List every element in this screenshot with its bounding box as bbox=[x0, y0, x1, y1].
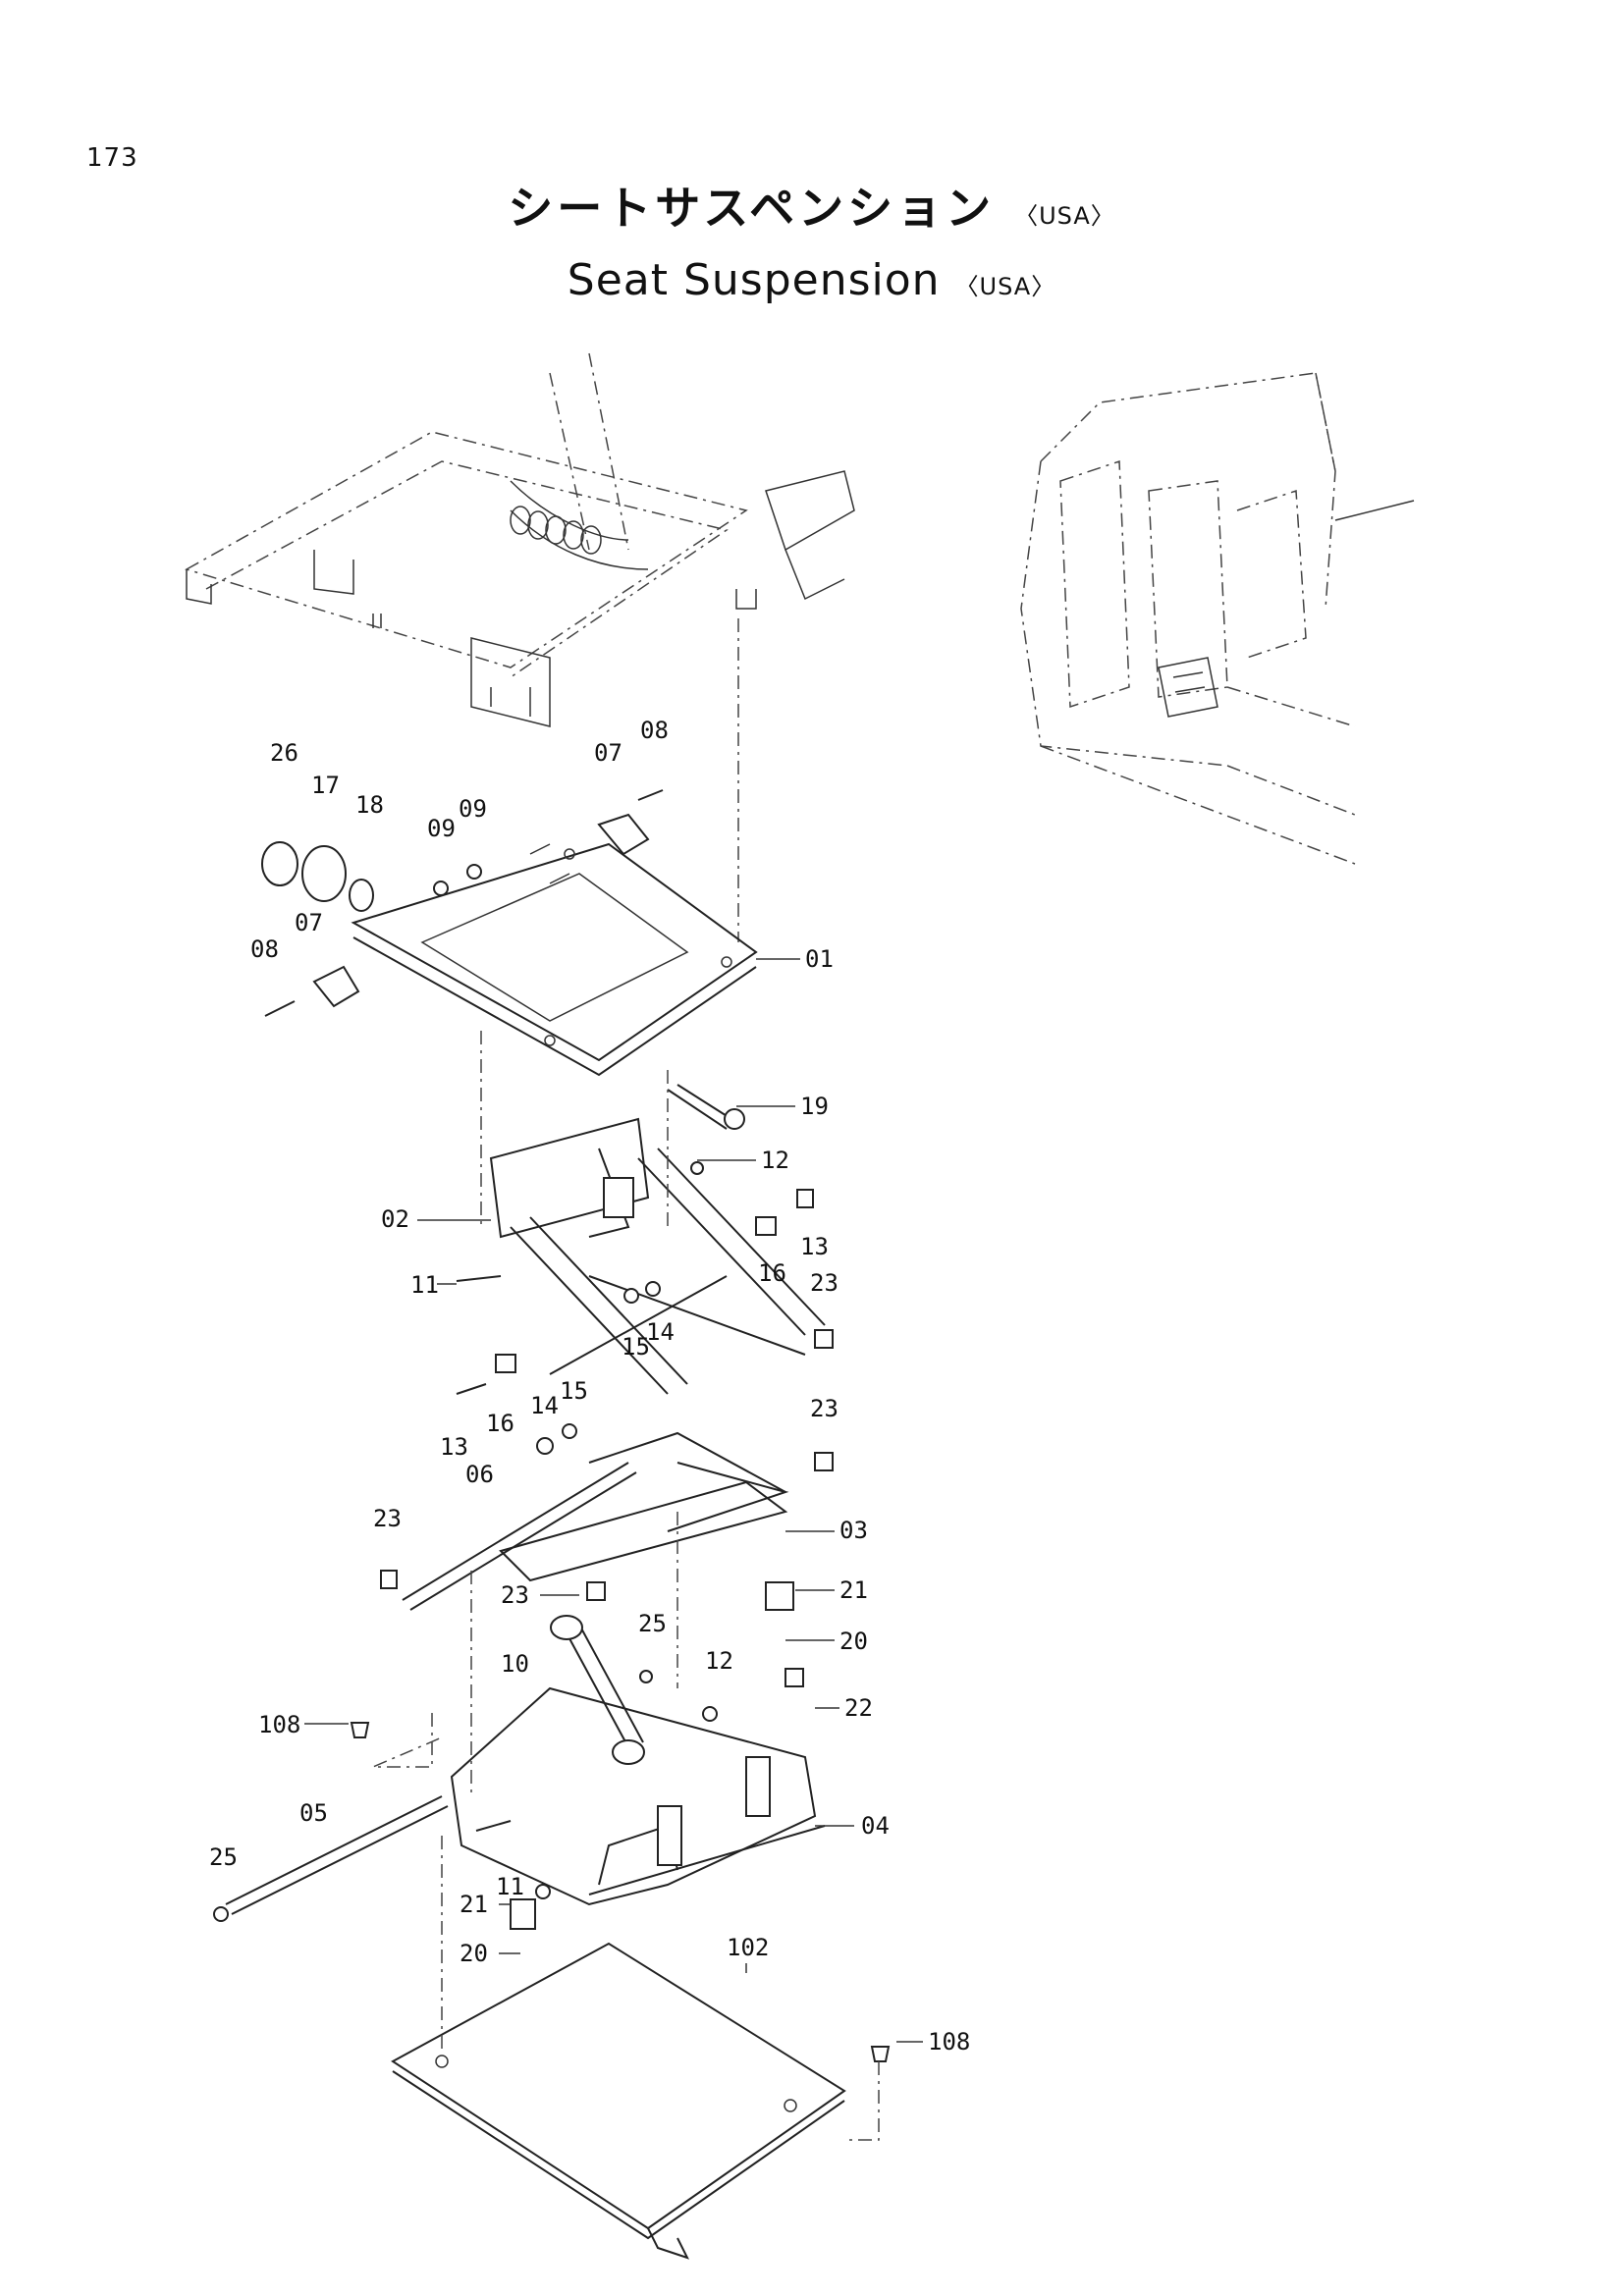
label-23-lower: 23 bbox=[501, 1581, 529, 1609]
part-01-frame bbox=[351, 842, 758, 1077]
label-13-left: 13 bbox=[440, 1433, 468, 1461]
label-12-upper: 12 bbox=[761, 1147, 789, 1174]
label-12-lower: 12 bbox=[705, 1647, 733, 1675]
label-16-left: 16 bbox=[486, 1410, 514, 1437]
label-16-right: 16 bbox=[758, 1259, 786, 1287]
label-17: 17 bbox=[311, 772, 340, 799]
label-09-left: 09 bbox=[427, 815, 456, 842]
label-23-upper: 23 bbox=[810, 1269, 839, 1297]
label-20-left: 20 bbox=[460, 1940, 488, 1967]
title-japanese: シートサスペンション 〈USA〉 bbox=[0, 173, 1623, 238]
part-06-rod bbox=[402, 1462, 637, 1611]
page-number: 173 bbox=[86, 143, 138, 173]
label-26: 26 bbox=[270, 739, 298, 767]
title-block: シートサスペンション 〈USA〉 Seat Suspension 〈USA〉 bbox=[0, 173, 1623, 305]
cab-overview-drawing bbox=[1020, 372, 1415, 865]
label-20-right: 20 bbox=[839, 1628, 868, 1655]
label-08-upper: 08 bbox=[640, 717, 669, 744]
label-08-lower: 08 bbox=[250, 935, 279, 963]
label-11-lower: 11 bbox=[496, 1873, 524, 1900]
label-23-middle: 23 bbox=[810, 1395, 839, 1422]
label-05: 05 bbox=[299, 1799, 328, 1827]
label-22: 22 bbox=[844, 1694, 873, 1722]
label-18: 18 bbox=[355, 791, 384, 819]
leader-lines bbox=[304, 958, 923, 2043]
label-25-lower: 25 bbox=[209, 1843, 238, 1871]
label-108-left: 108 bbox=[258, 1711, 300, 1738]
title-english: Seat Suspension 〈USA〉 bbox=[0, 255, 1623, 305]
part-05-rod bbox=[225, 1795, 449, 1915]
region-tag-jp: 〈USA〉 bbox=[1014, 202, 1115, 230]
label-21-right: 21 bbox=[839, 1576, 868, 1604]
part-labels: 01 02 03 04 05 06 07 07 08 08 09 09 10 1… bbox=[209, 717, 970, 2056]
label-07-lower: 07 bbox=[295, 909, 323, 936]
label-102: 102 bbox=[727, 1934, 769, 1961]
label-108-right: 108 bbox=[928, 2028, 970, 2056]
label-21-left: 21 bbox=[460, 1891, 488, 1918]
label-14-upper: 14 bbox=[646, 1318, 675, 1346]
label-07-upper: 07 bbox=[594, 739, 622, 767]
label-04: 04 bbox=[861, 1812, 890, 1840]
small-parts bbox=[213, 789, 891, 2062]
region-tag-en: 〈USA〉 bbox=[954, 273, 1056, 300]
chassis-frame-drawing bbox=[185, 352, 855, 942]
assembly-lines bbox=[372, 1031, 880, 2141]
label-11-upper: 11 bbox=[410, 1271, 439, 1299]
part-04-lower-frame bbox=[450, 1686, 826, 1906]
label-10: 10 bbox=[501, 1650, 529, 1678]
label-02: 02 bbox=[381, 1205, 409, 1233]
part-10-shock-absorber bbox=[550, 1615, 645, 1765]
label-14-lower: 14 bbox=[530, 1392, 559, 1419]
label-01: 01 bbox=[805, 945, 834, 973]
scissor-mechanism-drawing bbox=[489, 1117, 826, 1582]
label-09-right: 09 bbox=[459, 795, 487, 823]
part-102-plate bbox=[391, 1942, 846, 2260]
label-03: 03 bbox=[839, 1517, 868, 1544]
title-jp-text: シートサスペンション bbox=[508, 182, 996, 235]
label-15-lower: 15 bbox=[560, 1377, 588, 1405]
label-25-upper: 25 bbox=[638, 1610, 667, 1637]
label-06: 06 bbox=[465, 1461, 494, 1488]
label-23-left: 23 bbox=[373, 1505, 402, 1532]
label-13-right: 13 bbox=[800, 1233, 829, 1260]
label-15-upper: 15 bbox=[622, 1333, 650, 1361]
title-en-text: Seat Suspension bbox=[567, 255, 941, 305]
label-19: 19 bbox=[800, 1093, 829, 1120]
